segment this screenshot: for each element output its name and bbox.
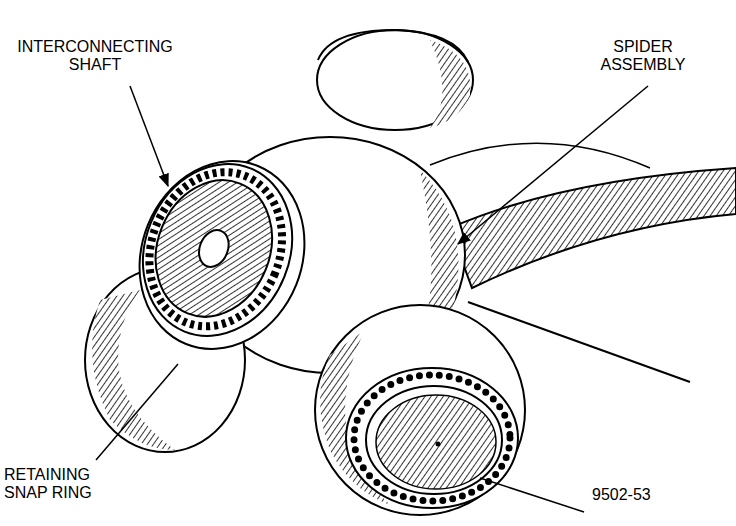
top-roller-shade — [430, 40, 471, 128]
face-dot — [436, 442, 441, 447]
figure-number: 9502-53 — [592, 486, 712, 504]
center-hole — [194, 226, 234, 272]
part-name: RETAINING SNAP RING — [4, 466, 114, 501]
snap-ring — [112, 136, 332, 374]
top-roller-rim — [318, 30, 468, 62]
bearing-outer — [346, 368, 518, 508]
part-name: INTERCONNECTING SHAFT — [10, 38, 180, 73]
leader-line — [96, 364, 178, 460]
shaft-end — [112, 136, 332, 374]
leader-line — [130, 86, 168, 186]
spline-ring — [118, 141, 317, 358]
roller-face — [376, 395, 496, 489]
spline-teeth — [127, 152, 305, 346]
part-name: SPIDER ASSEMBLY — [578, 38, 708, 73]
front-roller — [315, 305, 525, 515]
shaft-face — [136, 163, 292, 335]
needle-bearings — [354, 375, 510, 501]
top-roller — [317, 30, 473, 130]
leader-line — [458, 86, 648, 244]
housing-curve — [430, 143, 650, 168]
housing-band — [450, 168, 736, 288]
leader-line — [480, 478, 584, 512]
